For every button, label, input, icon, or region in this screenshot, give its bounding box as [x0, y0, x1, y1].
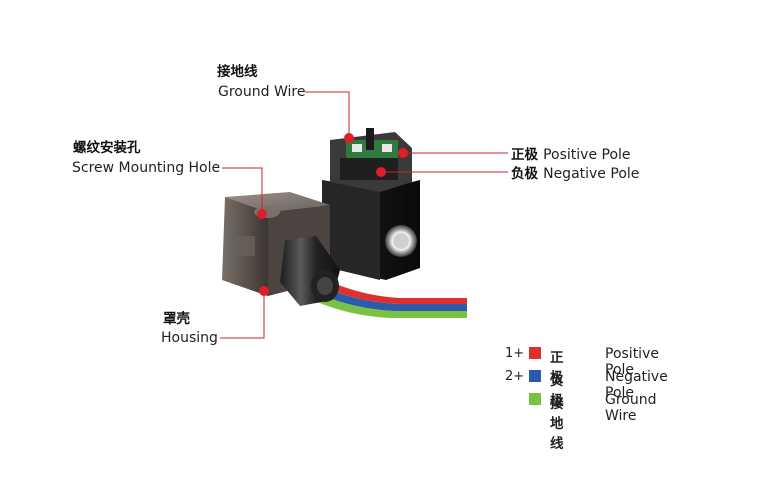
legend-num: 2+ — [505, 369, 525, 384]
leader-lines — [220, 91, 508, 339]
legend-en: Negative Pole — [605, 369, 668, 401]
positive-pole-label-cn: 正极 — [511, 147, 538, 163]
leader-housing — [220, 292, 265, 339]
ground-wire-label-en: Ground Wire — [218, 84, 306, 100]
housing-label-en: Housing — [161, 330, 218, 346]
marker-screw — [257, 209, 267, 219]
leader-ground — [305, 91, 350, 138]
negative-pole-label-cn: 负极 — [511, 166, 538, 182]
legend-en: Positive Pole — [605, 346, 659, 378]
legend-swatch-blue — [529, 370, 541, 382]
marker-positive — [398, 148, 408, 158]
negative-pole-label-en: Negative Pole — [543, 166, 640, 182]
legend-swatch-green — [529, 393, 541, 405]
marker-negative — [376, 167, 386, 177]
marker-ground — [344, 133, 354, 143]
markers — [257, 133, 408, 296]
legend-swatch-red — [529, 347, 541, 359]
legend-cn: 接地线 — [550, 396, 564, 452]
positive-pole-label: 正极 Positive Pole — [511, 146, 631, 163]
housing-label-cn: 罩壳 — [163, 311, 190, 327]
legend-en: Ground Wire — [605, 392, 657, 424]
cable-gland — [280, 236, 340, 306]
screw-hole-label-cn: 螺纹安装孔 — [73, 140, 141, 156]
screw-hole-label-en: Screw Mounting Hole — [72, 160, 221, 176]
terminal-block — [330, 128, 412, 192]
negative-pole-label: 负极 Negative Pole — [511, 165, 639, 182]
solenoid-coil — [322, 180, 420, 280]
cable-wires — [310, 278, 467, 318]
ground-wire-label-cn: 接地线 — [217, 64, 258, 80]
leader-screw — [222, 167, 263, 212]
legend-cn: 负极 — [550, 373, 564, 409]
legend-num: 1+ — [505, 346, 525, 361]
marker-housing — [259, 286, 269, 296]
positive-pole-label-en: Positive Pole — [543, 147, 631, 163]
legend-cn: 正极 — [550, 350, 564, 386]
